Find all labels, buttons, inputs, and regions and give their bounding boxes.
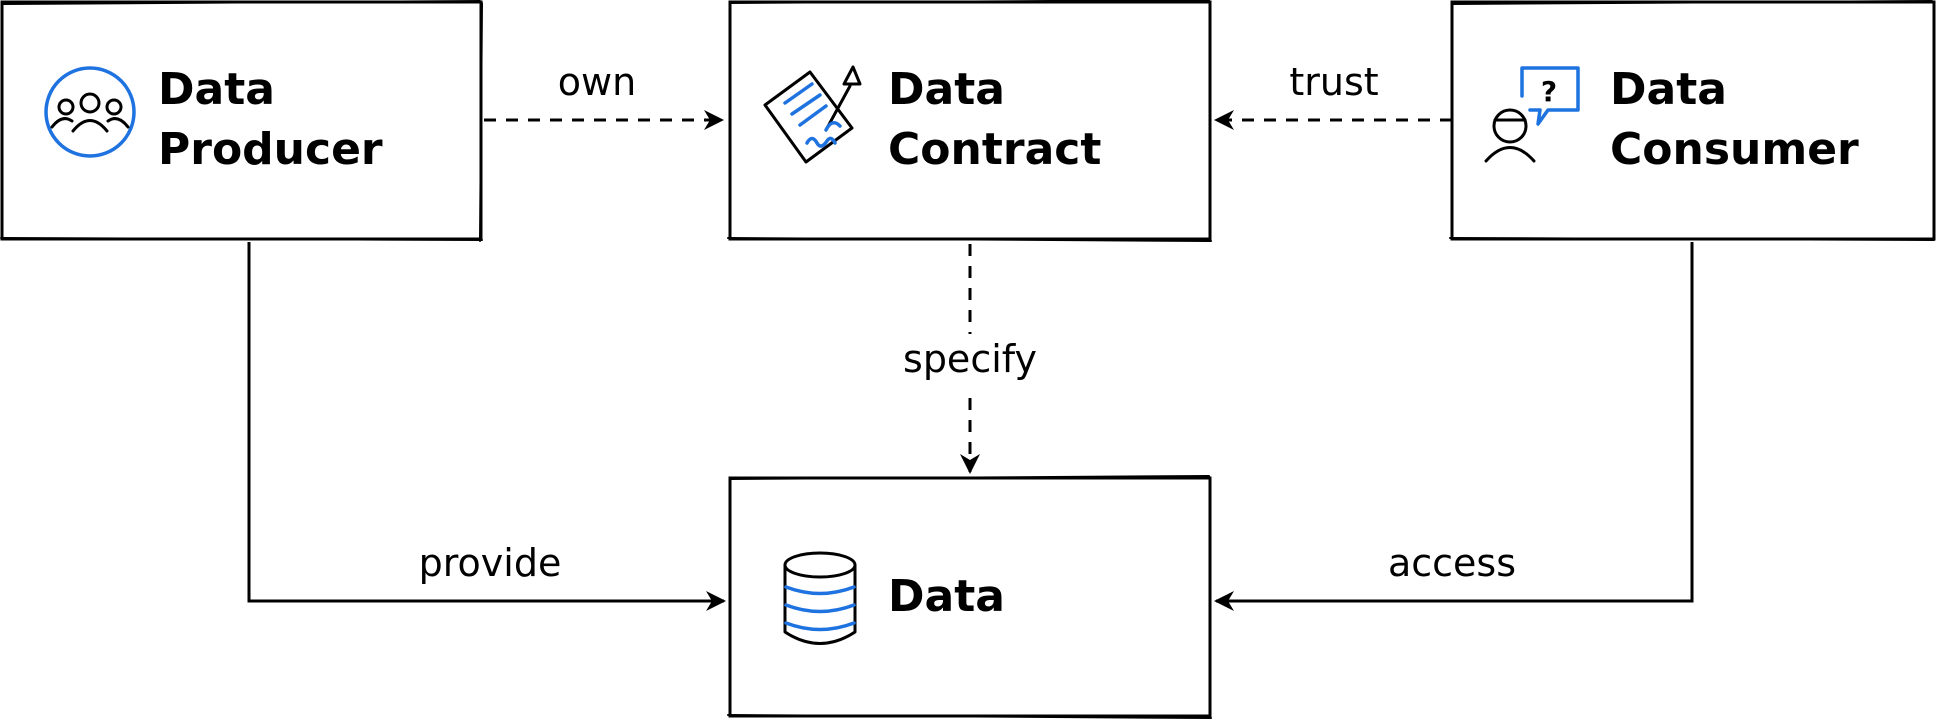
node-contract-box-sketch (727, 0, 1212, 242)
edge-specify: specify (890, 244, 1050, 474)
edge-provide-line (247, 242, 726, 611)
edge-access: access (1214, 242, 1694, 611)
node-consumer-box (1450, 0, 1936, 241)
node-contract-box (728, 0, 1212, 241)
node-producer-box-sketch (0, 0, 483, 242)
signed-document-icon (763, 65, 862, 164)
edge-own: own (484, 60, 724, 130)
person-question-icon: ? (1484, 66, 1580, 163)
people-group-icon (44, 66, 136, 158)
node-data-producer: Data Producer (0, 0, 483, 242)
node-producer-label-line2: Producer (158, 124, 383, 175)
node-data: Data (727, 475, 1212, 719)
node-data-contract: Data Contract (727, 0, 1212, 242)
edge-provide: provide (247, 242, 726, 611)
node-data-box-sketch (727, 475, 1212, 719)
node-producer-label-line1: Data (158, 64, 275, 115)
node-contract-label-line1: Data (888, 64, 1005, 115)
edge-own-label: own (558, 60, 636, 104)
node-consumer-box-sketch (1449, 0, 1935, 241)
edge-provide-label: provide (419, 541, 562, 585)
edge-specify-label-bg (890, 334, 1050, 390)
edge-access-label: access (1388, 541, 1516, 585)
edge-trust: trust (1214, 60, 1452, 130)
database-icon (783, 551, 857, 645)
node-data-consumer: ? Data Consumer (1449, 0, 1936, 241)
edge-trust-label: trust (1289, 60, 1378, 104)
edge-access-line (1214, 242, 1694, 611)
edge-specify-label: specify (903, 337, 1037, 381)
node-data-box (728, 476, 1212, 718)
svg-text:?: ? (1541, 75, 1557, 108)
node-consumer-label-line2: Consumer (1610, 124, 1859, 175)
node-data-label: Data (888, 571, 1005, 622)
node-consumer-label-line1: Data (1610, 64, 1727, 115)
node-contract-label-line2: Contract (888, 124, 1101, 175)
node-producer-box (0, 0, 483, 241)
